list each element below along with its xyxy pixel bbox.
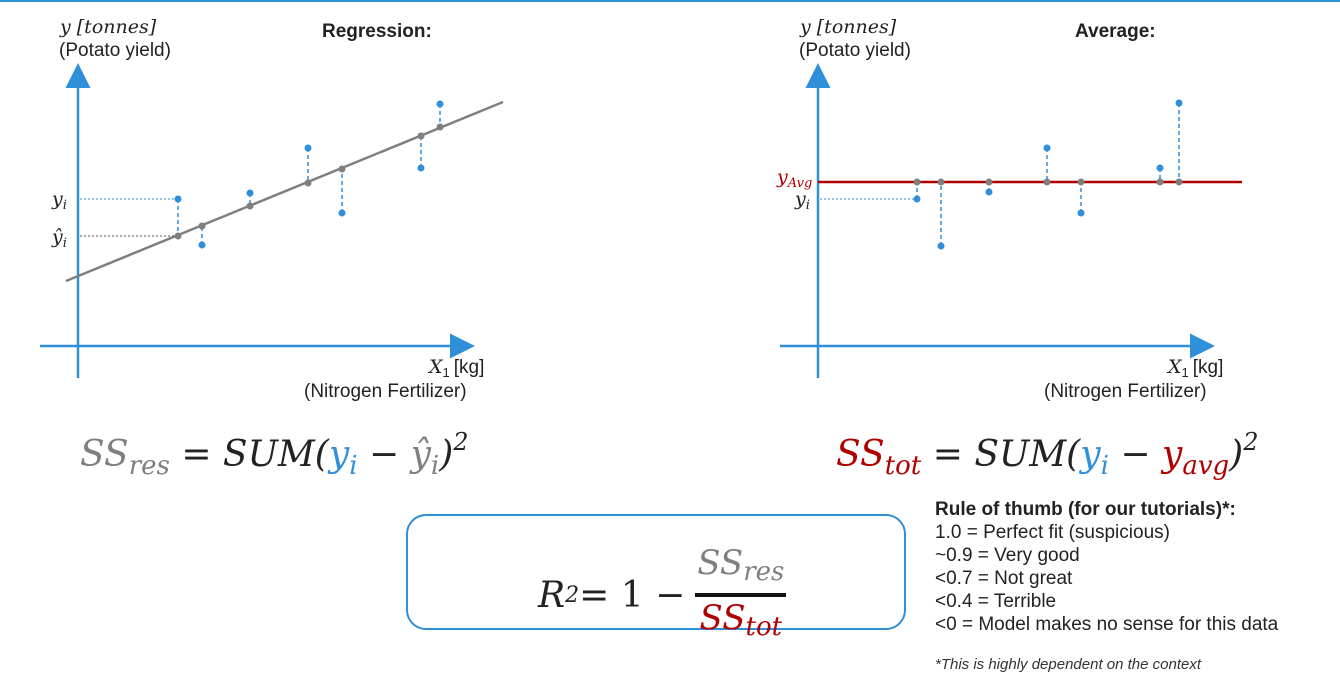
fitted-point (304, 179, 312, 187)
rule-heading: Rule of thumb (for our tutorials)*: (935, 499, 1236, 520)
x-axis-label: X1[kg] (1166, 356, 1223, 380)
fitted-point (198, 222, 206, 230)
fitted-point (436, 123, 444, 131)
data-points (174, 100, 444, 249)
actual-point (985, 188, 993, 196)
y-axis-label: y [tonnes] (59, 16, 157, 38)
rule-item: <0.7 = Not great (935, 568, 1073, 589)
ss-tot-formula: SStot = SUM(yi − yavg)2 (836, 428, 1259, 481)
regression-title: Regression: (322, 21, 432, 42)
average-title: Average: (1075, 21, 1156, 42)
average-point (913, 178, 921, 186)
y-axis-sublabel: (Potato yield) (59, 40, 171, 61)
y-axis-label: y [tonnes] (799, 16, 897, 38)
rule-of-thumb: Rule of thumb (for our tutorials)*: 1.0 … (935, 498, 1278, 636)
fitted-point (246, 202, 254, 210)
x-axis-sublabel: (Nitrogen Fertilizer) (304, 381, 467, 402)
actual-point (937, 242, 945, 250)
x-axis-label: X1[kg] (427, 356, 484, 380)
ss-res-formula: SSres = SUM(yi − ŷi)2 (80, 428, 469, 481)
average-point (1043, 178, 1051, 186)
data-points (913, 99, 1183, 250)
y-axis-sublabel: (Potato yield) (799, 40, 911, 61)
average-point (1175, 178, 1183, 186)
actual-point (1043, 144, 1051, 152)
rule-item: 1.0 = Perfect fit (suspicious) (935, 522, 1170, 543)
average-point (985, 178, 993, 186)
actual-point (174, 195, 182, 203)
fitted-point (417, 132, 425, 140)
fitted-point (338, 165, 346, 173)
regression-diagram: Regression: y [tonnes] (Potato yield) yi… (40, 16, 504, 402)
actual-point (417, 164, 425, 172)
actual-point (198, 241, 206, 249)
residual-segments (916, 103, 1180, 246)
average-point (937, 178, 945, 186)
average-point (1077, 178, 1085, 186)
marker-yhat: ŷi (51, 226, 67, 251)
rule-item: <0 = Model makes no sense for this data (935, 614, 1279, 635)
marker-yi: yi (51, 188, 67, 213)
top-accent-line (0, 0, 1340, 2)
actual-point (1175, 99, 1183, 107)
actual-point (246, 189, 254, 197)
rule-item: <0.4 = Terrible (935, 591, 1057, 612)
average-point (1156, 178, 1164, 186)
rule-item: ~0.9 = Very good (935, 545, 1080, 566)
regression-line (65, 100, 504, 283)
actual-point (436, 100, 444, 108)
actual-point (1156, 164, 1164, 172)
marker-yavg: yAvg (776, 166, 812, 191)
footnote: *This is highly dependent on the context (935, 656, 1202, 673)
marker-yi: yi (794, 188, 810, 213)
average-diagram: Average: y [tonnes] (Potato yield) yAvg … (776, 16, 1242, 402)
fitted-point (174, 232, 182, 240)
actual-point (1077, 209, 1085, 217)
r-squared-fraction: SSres SStot (695, 543, 787, 642)
actual-point (304, 144, 312, 152)
x-axis-sublabel: (Nitrogen Fertilizer) (1044, 381, 1207, 402)
actual-point (913, 195, 921, 203)
actual-point (338, 209, 346, 217)
